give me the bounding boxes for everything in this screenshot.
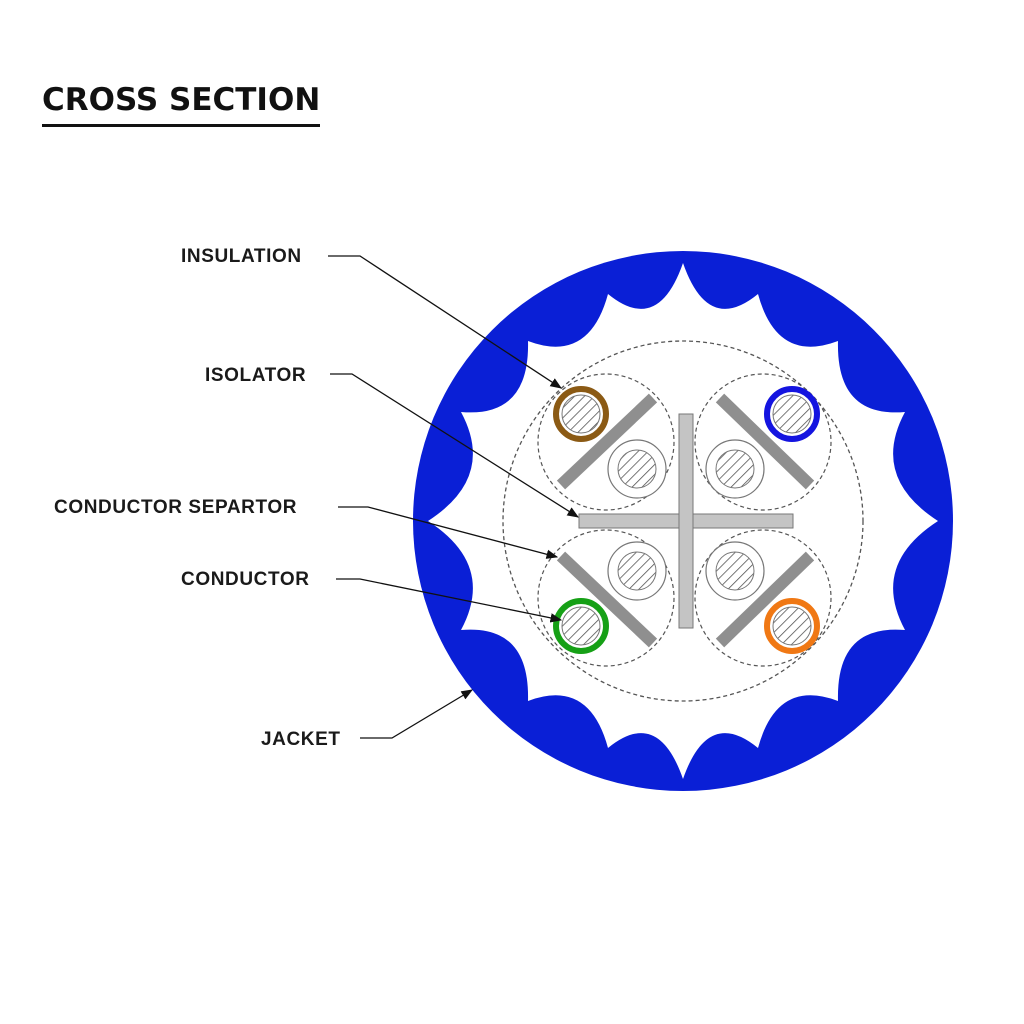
label-jacket: JACKET	[261, 729, 341, 750]
core-outline	[502, 340, 864, 702]
label-conductor-separator: CONDUCTOR SEPARTOR	[54, 497, 297, 518]
pair-boundary-bottom-right	[694, 529, 832, 667]
isolator-bottom-right	[715, 551, 815, 648]
conductor-white-bottom-left	[607, 541, 667, 601]
conductor-green	[553, 598, 609, 654]
conductor-separator-vertical	[678, 413, 694, 629]
page-title: CROSS SECTION	[42, 82, 321, 127]
leader-jacket	[360, 689, 474, 739]
conductor-blue	[764, 386, 820, 442]
label-isolator: ISOLATOR	[205, 365, 306, 386]
pair-boundary-bottom-left	[537, 529, 675, 667]
isolator-top-right	[715, 393, 815, 490]
conductor-brown	[553, 386, 609, 442]
label-insulation: INSULATION	[181, 246, 302, 267]
conductor-white-bottom-right	[705, 541, 765, 601]
conductor-white-top-right	[705, 439, 765, 499]
conductor-white-top-left	[607, 439, 667, 499]
leader-insulation	[328, 255, 562, 389]
pair-boundary-top-right	[694, 373, 832, 511]
isolator-top-left	[556, 393, 658, 490]
pair-boundary-top-left	[537, 373, 675, 511]
leader-conductor	[336, 578, 563, 623]
label-conductor: CONDUCTOR	[181, 569, 310, 590]
isolator-bottom-left	[556, 551, 658, 648]
leader-isolator	[330, 373, 579, 518]
leader-conductor-separator	[338, 506, 559, 559]
conductor-orange	[764, 598, 820, 654]
